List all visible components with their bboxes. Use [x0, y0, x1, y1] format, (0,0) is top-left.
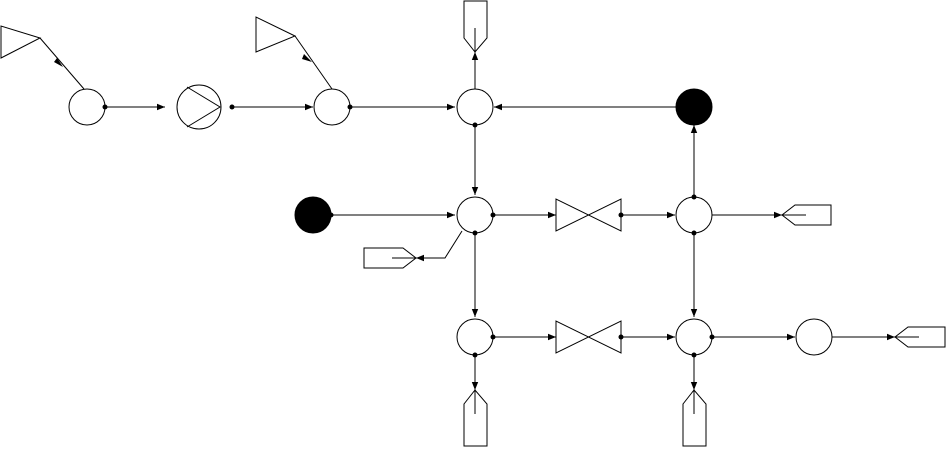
feed-triangle-icon[interactable]: [255, 16, 297, 53]
junction-circle-icon[interactable]: [456, 88, 494, 126]
junction-circle-icon[interactable]: [68, 88, 106, 126]
arrowhead: [54, 58, 63, 67]
outlet-tag-icon[interactable]: [894, 326, 946, 348]
valve-icon[interactable]: [555, 198, 622, 232]
pump-icon[interactable]: [176, 84, 222, 130]
terminal-filled-circle-icon[interactable]: [675, 88, 713, 126]
junction-circle-icon[interactable]: [313, 88, 351, 126]
junction-circle-icon[interactable]: [675, 318, 713, 356]
junction-circle-icon[interactable]: [675, 196, 713, 234]
feed-triangle-icon[interactable]: [0, 25, 42, 59]
connector-feed1-j1: [39, 37, 85, 90]
connectors: [39, 35, 895, 390]
outlet-tag-icon[interactable]: [463, 389, 488, 447]
port-dots: [102, 104, 715, 358]
valve-icon[interactable]: [555, 320, 622, 354]
outlet-tag-icon[interactable]: [363, 247, 417, 269]
junction-circle-icon[interactable]: [456, 318, 494, 356]
outlet-tag-icon[interactable]: [463, 0, 488, 53]
junction-circle-icon[interactable]: [456, 196, 494, 234]
junction-circle-icon[interactable]: [795, 318, 833, 356]
outlet-tag-icon[interactable]: [781, 204, 832, 226]
connector-j4-outlet-left: [416, 230, 463, 262]
outlet-tag-icon[interactable]: [682, 389, 707, 447]
arrowhead: [302, 54, 312, 62]
connector-feed2-j2: [294, 35, 333, 90]
terminal-filled-circle-icon[interactable]: [294, 196, 332, 234]
